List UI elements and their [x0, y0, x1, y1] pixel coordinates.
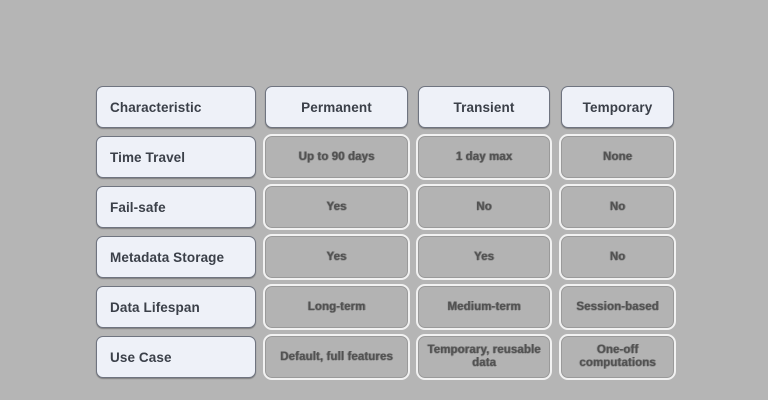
column-header-permanent: Permanent: [265, 86, 408, 128]
row-header-label: Metadata Storage: [110, 249, 225, 265]
cell-value: No: [609, 200, 626, 213]
table-cell: Long-term: [263, 284, 410, 330]
comparison-table: Characteristic Permanent Transient Tempo…: [96, 86, 676, 386]
table-cell: No: [559, 234, 676, 280]
row-header-metadata-storage: Metadata Storage: [96, 236, 256, 278]
column-header-label: Transient: [453, 99, 515, 115]
table-cell: 1 day max: [416, 134, 552, 180]
row-header-time-travel: Time Travel: [96, 136, 256, 178]
column-header-label: Permanent: [301, 99, 372, 115]
table-row: Data Lifespan Long-term Medium-term Sess…: [96, 284, 676, 330]
cell-value: Yes: [326, 200, 347, 213]
cell-value: Default, full features: [280, 350, 393, 363]
table-cell: One-off computations: [559, 334, 676, 380]
cell-value: Yes: [473, 250, 495, 263]
column-header-characteristic: Characteristic: [96, 86, 256, 128]
table-header-row: Characteristic Permanent Transient Tempo…: [96, 86, 674, 128]
cell-value: Session-based: [576, 300, 659, 313]
row-header-label: Time Travel: [110, 149, 186, 165]
column-header-label: Characteristic: [110, 99, 202, 115]
table-cell: Default, full features: [263, 334, 410, 380]
table-row: Fail-safe Yes No No: [96, 184, 676, 230]
table-cell: Session-based: [559, 284, 676, 330]
cell-value: No: [476, 200, 492, 213]
row-header-label: Use Case: [110, 349, 172, 365]
cell-value: Medium-term: [447, 300, 521, 313]
table-cell: Up to 90 days: [263, 134, 410, 180]
table-cell: None: [559, 134, 676, 180]
cell-value: None: [602, 150, 633, 163]
table-cell: Yes: [416, 234, 552, 280]
row-header-use-case: Use Case: [96, 336, 256, 378]
table-cell: No: [416, 184, 552, 230]
table-cell: Medium-term: [416, 284, 552, 330]
table-row: Use Case Default, full features Temporar…: [96, 334, 676, 380]
cell-value: Long-term: [307, 300, 366, 313]
cell-value: 1 day max: [455, 150, 513, 163]
cell-value: Yes: [326, 250, 347, 263]
table-row: Time Travel Up to 90 days 1 day max None: [96, 134, 676, 180]
table-cell: Yes: [263, 234, 410, 280]
table-row: Metadata Storage Yes Yes No: [96, 234, 676, 280]
table-cell: Yes: [263, 184, 410, 230]
row-header-label: Data Lifespan: [110, 299, 200, 315]
cell-value: No: [609, 250, 626, 263]
row-header-fail-safe: Fail-safe: [96, 186, 256, 228]
table-cell: No: [559, 184, 676, 230]
row-header-label: Fail-safe: [110, 199, 166, 215]
table-cell: Temporary, reusable data: [416, 334, 552, 380]
cell-value: Up to 90 days: [298, 150, 375, 163]
cell-value: Temporary, reusable data: [427, 344, 541, 369]
column-header-transient: Transient: [418, 86, 550, 128]
column-header-temporary: Temporary: [561, 86, 674, 128]
row-header-data-lifespan: Data Lifespan: [96, 286, 256, 328]
column-header-label: Temporary: [582, 99, 653, 115]
cell-value: One-off computations: [579, 344, 656, 369]
